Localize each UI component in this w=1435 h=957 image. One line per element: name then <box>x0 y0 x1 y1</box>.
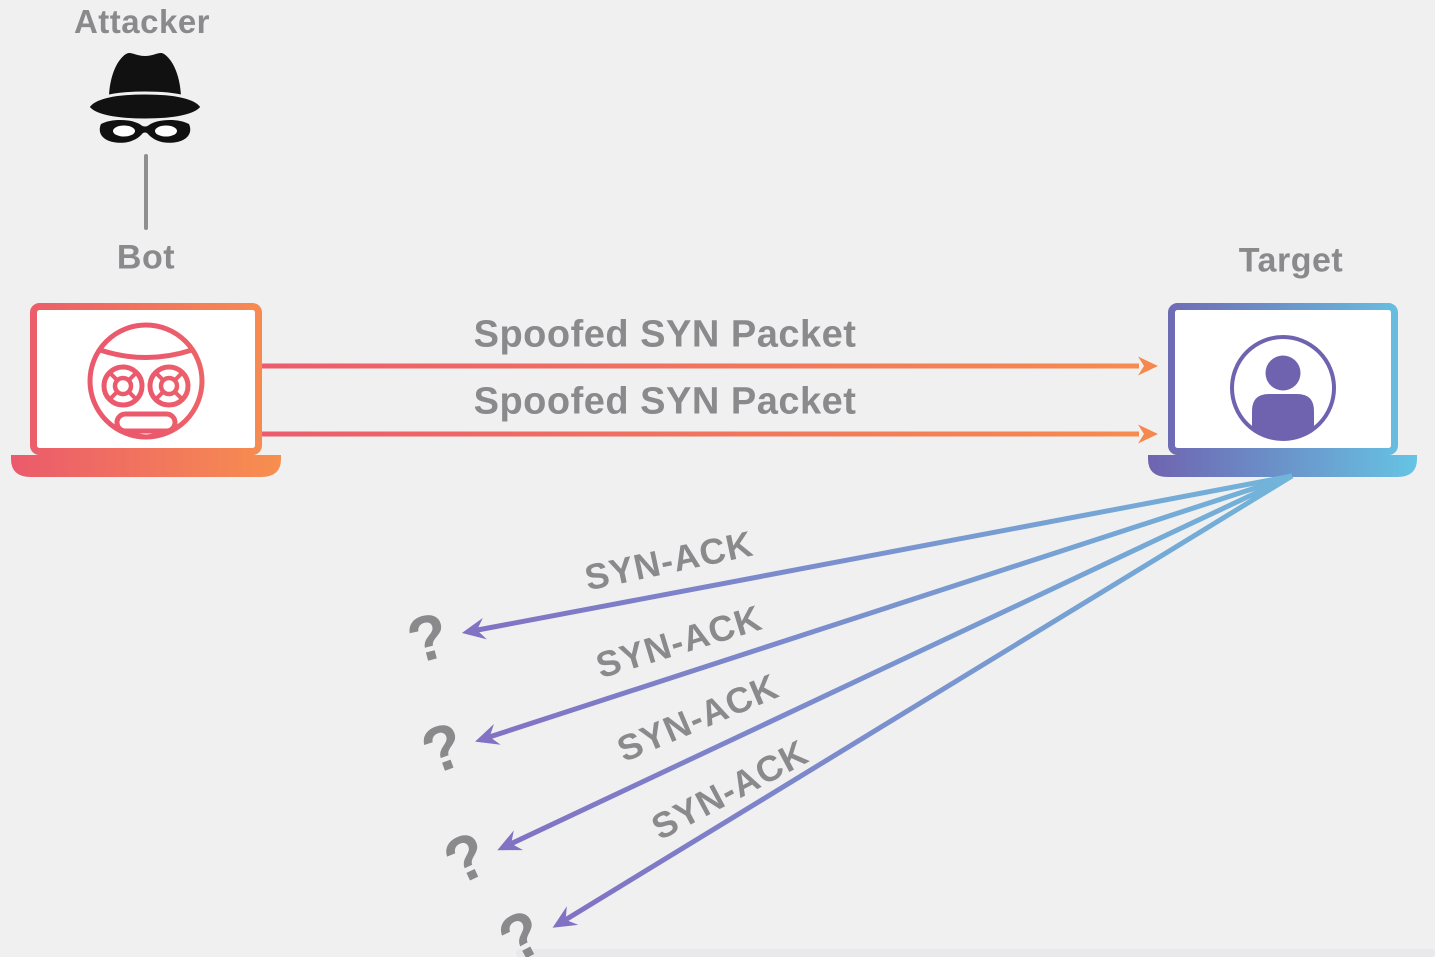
target-label: Target <box>1238 241 1344 280</box>
spoofed-syn-packet-label-1: Spoofed SYN Packet <box>473 313 857 356</box>
syn-ack-arrow-4 <box>552 473 1294 928</box>
spoofed-syn-arrowhead-1 <box>1138 356 1158 376</box>
syn-ack-arrow-3 <box>497 473 1294 851</box>
spoofed-syn-packet-label-2: Spoofed SYN Packet <box>473 380 857 423</box>
syn-ack-arrow-1 <box>461 473 1293 640</box>
syn-ack-arrow-2 <box>475 473 1293 745</box>
robot-face-icon <box>87 322 205 440</box>
spoofed-syn-arrowhead-2 <box>1138 424 1158 444</box>
user-avatar-icon <box>1230 335 1336 441</box>
spy-hat-mask-icon <box>86 53 204 143</box>
user-laptop-icon <box>1148 303 1417 477</box>
bot-label: Bot <box>116 238 176 277</box>
bottom-card-edge <box>516 949 1435 957</box>
robot-laptop-icon <box>11 303 281 477</box>
syn-ack-arrows <box>461 473 1294 928</box>
spoofed-syn-arrows <box>262 356 1158 444</box>
attacker-label: Attacker <box>73 3 211 40</box>
